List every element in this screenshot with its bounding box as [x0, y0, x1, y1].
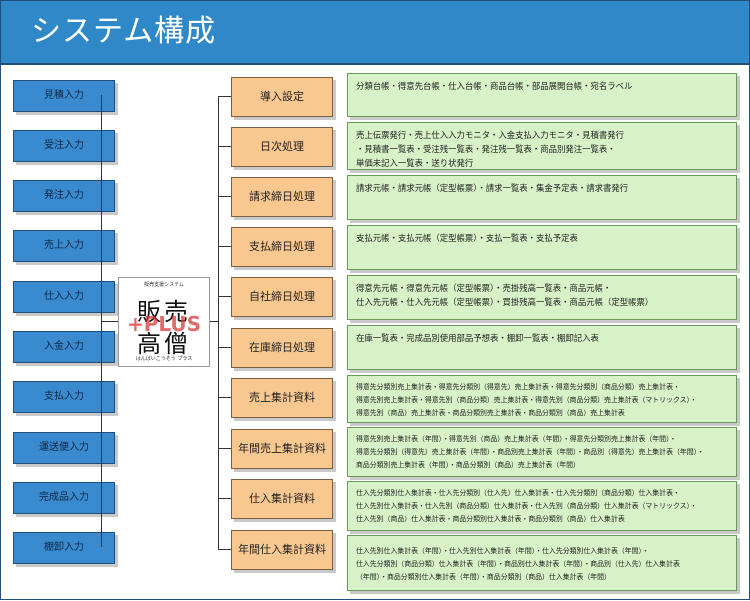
detail-line: 仕入先別仕入集計表（年間）・仕入先別仕入集計表（年間）・仕入先分類別仕入集計表（…: [356, 547, 649, 555]
logo-caption: 販売支援システム: [144, 282, 184, 288]
detail-box: 請求元帳・請求元帳（定型帳票）・請求一覧表・集金予定表・請求書発行: [347, 175, 737, 220]
process-box: 年間売上集計資料: [231, 429, 333, 469]
detail-line: 支払元帳・支払元帳（定型帳票）・支払一覧表・支払予定表: [356, 233, 578, 243]
input-box: 支払入力: [13, 381, 115, 413]
connector-line: [218, 96, 219, 549]
detail-line: 得意先別売上集計表（年間）・得意先別（商品）売上集計表（年間）・得意先分類別売上…: [356, 435, 677, 443]
detail-box: 得意先元帳・得意先元帳（定型帳票）・売掛残高一覧表・商品元帳・ 仕入先元帳・仕入…: [347, 275, 737, 320]
connector-line: [208, 321, 218, 322]
process-box: 自社締日処理: [231, 277, 333, 317]
connector-line: [218, 96, 231, 97]
detail-line: 売上伝票発行・売上仕入入力モニタ・入金支払入力モニタ・見積書発行: [356, 130, 624, 140]
detail-box: 売上伝票発行・売上仕入入力モニタ・入金支払入力モニタ・見積書発行 ・見積書一覧表…: [347, 122, 737, 170]
connector-line: [218, 498, 231, 499]
detail-line: 得意先別（商品）売上集計表・商品分類別売上集計表・商品分類別（商品）売上集計表: [356, 409, 625, 417]
logo-reading: はんばいこうそう プラス: [135, 356, 193, 362]
system-diagram: 見積入力 受注入力 発注入力 売上入力 仕入入力 入金入力 支払入力 運送便入力…: [1, 65, 750, 601]
detail-line: 得意先分類別売上集計表・得意先分類別（得意先）売上集計表・得意先分類別（商品分類…: [356, 383, 680, 391]
process-box: 請求締日処理: [231, 177, 333, 217]
process-box: 仕入集計資料: [231, 479, 333, 519]
detail-box: 仕入先別仕入集計表（年間）・仕入先別仕入集計表（年間）・仕入先分類別仕入集計表（…: [347, 535, 737, 591]
detail-line: 仕入先元帳・仕入先元帳（定型帳票）・買掛残高一覧表・商品元帳（定型帳票）: [356, 297, 654, 307]
process-box: 導入設定: [231, 77, 333, 117]
detail-box: 分類台帳・得意先台帳・仕入台帳・商品台帳・部品展開台帳・宛名ラベル: [347, 73, 737, 117]
connector-line: [218, 347, 231, 348]
process-box: 売上集計資料: [231, 378, 333, 418]
page-title: システム構成: [31, 14, 217, 49]
detail-line: 請求元帳・請求元帳（定型帳票）・請求一覧表・集金予定表・請求書発行: [356, 183, 629, 193]
logo-title-bottom: 高僧: [137, 330, 191, 358]
connector-line: [218, 397, 231, 398]
detail-line: 得意先元帳・得意先元帳（定型帳票）・売掛残高一覧表・商品元帳・: [356, 283, 612, 293]
process-box: 支払締日処理: [231, 227, 333, 267]
detail-box: 支払元帳・支払元帳（定型帳票）・支払一覧表・支払予定表: [347, 225, 737, 270]
input-box: 棚卸入力: [13, 532, 115, 564]
detail-line: 商品分類別売上集計表（年間）・商品分類別（商品）売上集計表（年間）: [356, 461, 580, 469]
input-box: 仕入入力: [13, 281, 115, 313]
detail-box: 得意先分類別売上集計表・得意先分類別（得意先）売上集計表・得意先分類別（商品分類…: [347, 375, 737, 423]
detail-line: 仕入先分類別仕入集計表・仕入先分類別（仕入先）仕入集計表・仕入先分類別（商品分類…: [356, 489, 680, 497]
detail-line: 仕入先別仕入集計表・仕入先別（商品分類）仕入集計表・仕入先別（商品分類）仕入集計…: [356, 502, 697, 510]
connector-line: [218, 296, 231, 297]
input-box: 売上入力: [13, 230, 115, 262]
process-box: 年間仕入集計資料: [231, 530, 333, 570]
detail-line: 仕入先別（商品）仕入集計表・商品分類別仕入集計表・商品分類別（商品）仕入集計表: [356, 515, 625, 523]
detail-line: 仕入先分類別（商品分類）仕入集計表（年間）・商品別仕入集計表（年間）・商品別（仕…: [356, 560, 680, 568]
logo-plus-mark: +PLUS: [126, 312, 202, 336]
logo-title-top: 販売: [137, 298, 191, 326]
input-box: 運送便入力: [13, 432, 115, 464]
connector-line: [218, 146, 231, 147]
header-bar: システム構成: [1, 1, 749, 65]
input-box: 入金入力: [13, 331, 115, 363]
input-box: 受注入力: [13, 130, 115, 162]
connector-line: [218, 196, 231, 197]
input-box: 見積入力: [13, 80, 115, 112]
input-box: 発注入力: [13, 180, 115, 212]
input-box: 完成品入力: [13, 482, 115, 514]
detail-box: 仕入先分類別仕入集計表・仕入先分類別（仕入先）仕入集計表・仕入先分類別（商品分類…: [347, 481, 737, 531]
process-box: 日次処理: [231, 127, 333, 167]
detail-line: ・見積書一覧表・受注残一覧表・発注残一覧表・商品別発注一覧表・: [356, 144, 616, 154]
connector-line: [218, 448, 231, 449]
detail-line: 得意先分類別（得意先）売上集計表（年間）・商品別売上集計表（年間）・商品別（得意…: [356, 448, 704, 456]
product-logo: 販売支援システム 販売 +PLUS 高僧 はんばいこうそう プラス: [118, 277, 210, 367]
connector-line: [218, 549, 231, 550]
detail-line: 得意先別売上集計表・得意先別（商品分類）売上集計表・得意先別（商品分類）売上集計…: [356, 396, 697, 404]
process-box: 在庫締日処理: [231, 328, 333, 368]
connector-line: [218, 246, 231, 247]
detail-box: 得意先別売上集計表（年間）・得意先別（商品）売上集計表（年間）・得意先分類別売上…: [347, 427, 737, 477]
connector-line: [101, 321, 118, 322]
detail-line: 在庫一覧表・完成品別使用部品予想表・棚卸一覧表・棚卸記入表: [356, 333, 599, 343]
detail-line: 分類台帳・得意先台帳・仕入台帳・商品台帳・部品展開台帳・宛名ラベル: [356, 81, 633, 91]
detail-box: 在庫一覧表・完成品別使用部品予想表・棚卸一覧表・棚卸記入表: [347, 325, 737, 370]
detail-line: 単価未記入一覧表・送り状発行: [356, 158, 474, 168]
detail-line: （年間）・商品分類別仕入集計表（年間）・商品分類別（商品）仕入集計表（年間）: [356, 573, 611, 581]
